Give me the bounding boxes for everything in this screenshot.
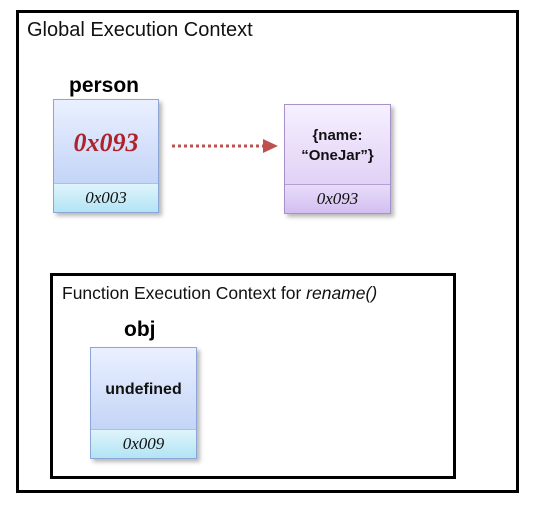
global-context-title: Global Execution Context — [27, 19, 253, 41]
reference-arrow-head — [263, 139, 278, 153]
heap-object-box: {name: “OneJar”} 0x093 — [284, 104, 391, 214]
obj-value: undefined — [105, 381, 182, 398]
obj-address: 0x009 — [91, 429, 196, 458]
person-address: 0x003 — [54, 183, 158, 212]
reference-arrow — [172, 139, 278, 153]
obj-variable-box: undefined 0x009 — [90, 347, 197, 459]
function-context-title: Function Execution Context for rename() — [62, 283, 377, 304]
person-variable-box: 0x093 0x003 — [53, 99, 159, 213]
function-context-function-name: rename() — [306, 283, 378, 303]
person-variable-label: person — [69, 74, 140, 97]
heap-object-value: {name: “OneJar”} — [301, 126, 374, 164]
heap-object-address: 0x093 — [285, 184, 390, 213]
function-context-title-prefix: Function Execution Context for — [62, 283, 307, 303]
person-value: 0x093 — [73, 128, 139, 157]
obj-variable-label: obj — [124, 318, 156, 341]
